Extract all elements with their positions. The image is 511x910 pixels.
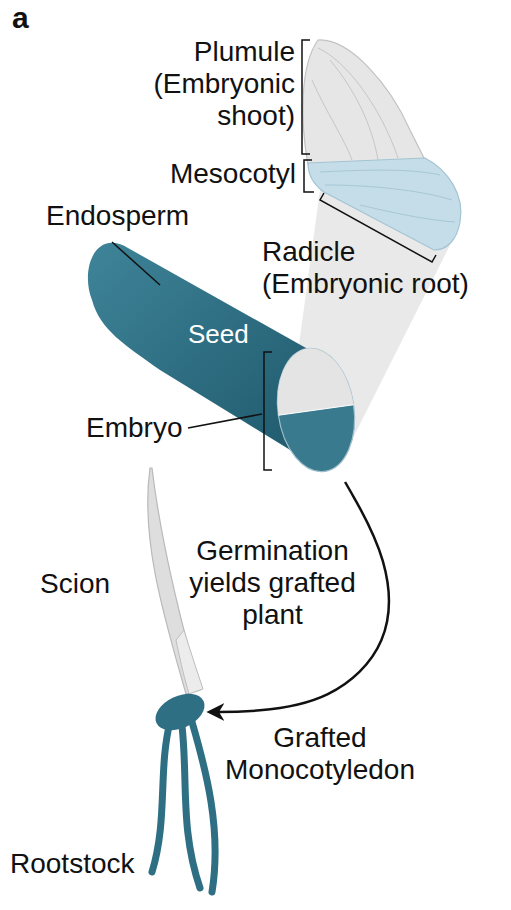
part-label: Plumule (Embryonic shoot) [137, 36, 295, 132]
radicle-detail [325, 185, 452, 200]
plumule-detail [318, 48, 398, 158]
scion-sheath [176, 630, 203, 694]
part-label: Radicle (Embryonic root) [262, 236, 487, 300]
part-label: Endosperm [46, 200, 236, 232]
part-label: Embryo [86, 412, 206, 444]
plumule-detail [330, 60, 378, 160]
embryo-face-upper [270, 343, 354, 415]
radicle-detail [320, 170, 440, 175]
bracket [264, 352, 272, 470]
graft-junction: Grafted Monocotyledon [152, 694, 210, 730]
bracket [304, 160, 314, 192]
part-label: Rootstock [10, 848, 160, 880]
bracket [302, 40, 310, 154]
plumule-shape [303, 40, 425, 165]
node-label: Seed [188, 318, 249, 350]
node-label: Grafted Monocotyledon [220, 722, 420, 786]
part-label: Mesocotyl [146, 158, 296, 190]
leader-line [112, 242, 160, 285]
graft-junction-outline [152, 694, 210, 730]
grafted-seed [150, 687, 211, 738]
embryo-face-divider [278, 405, 353, 416]
plumule-detail [312, 80, 352, 160]
part-label: Scion [40, 568, 140, 600]
panel-letter: a [12, 2, 52, 34]
root [152, 722, 170, 872]
leader-line [188, 414, 262, 428]
root [192, 722, 215, 892]
edge-label: Germination yields grafted plant [180, 535, 365, 631]
radicle-detail [360, 205, 455, 222]
embryo-face [270, 343, 363, 476]
